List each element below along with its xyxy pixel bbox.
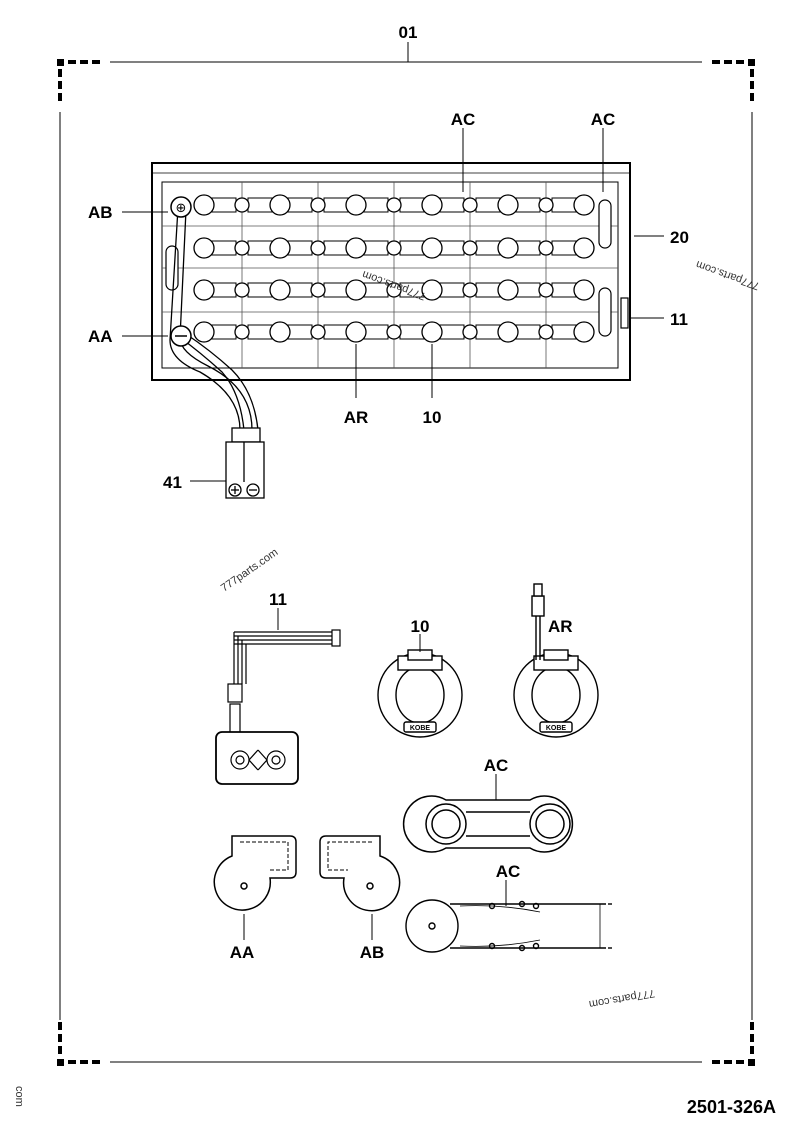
- cell-terminal: [234, 282, 250, 298]
- cell-terminal: [462, 197, 478, 213]
- detail-link-ac: [402, 795, 574, 853]
- watermark-bottom: 777parts.com: [588, 987, 656, 1010]
- cell-terminal: [497, 321, 519, 343]
- label-ar-top: AR: [344, 408, 369, 427]
- cell-terminal: [345, 321, 367, 343]
- detail-cover-ar: [513, 583, 599, 738]
- kobe-mark-ar: KOBE: [546, 725, 567, 732]
- kobe-mark-10: KOBE: [410, 725, 431, 732]
- label-11-detail: 11: [269, 590, 287, 609]
- cell-terminal: [462, 324, 478, 340]
- label-20: 20: [670, 228, 689, 247]
- cell-terminal: [421, 279, 443, 301]
- cell-terminal: [310, 282, 326, 298]
- connector-41: [225, 427, 265, 499]
- cell-terminal: [421, 194, 443, 216]
- cell-terminal: [462, 240, 478, 256]
- cell-terminal: [234, 324, 250, 340]
- label-10-detail: 10: [411, 617, 430, 636]
- detail-cover-10: [377, 649, 463, 738]
- label-aa: AA: [88, 327, 113, 346]
- label-ac-top-2: AC: [591, 110, 616, 129]
- cell-terminal: [193, 194, 215, 216]
- label-ab: AB: [88, 203, 113, 222]
- battery-tray: [151, 162, 631, 381]
- detail-connector-aa: [213, 835, 297, 911]
- cell-terminal: [573, 237, 595, 259]
- cell-terminal: [269, 321, 291, 343]
- label-10-top: 10: [423, 408, 442, 427]
- cell-terminal: [269, 194, 291, 216]
- leader-lines: [122, 128, 664, 482]
- cell-terminal: [193, 321, 215, 343]
- cell-terminal: [345, 194, 367, 216]
- detail-link-ac-side: [405, 899, 612, 953]
- cell-terminal: [497, 237, 519, 259]
- frame-label: 01: [399, 23, 418, 42]
- detail-sensor-11: [215, 629, 341, 785]
- cell-terminal: [345, 279, 367, 301]
- watermark-detail: 777parts.com: [219, 546, 280, 594]
- cell-terminal: [497, 279, 519, 301]
- cell-terminal: [386, 240, 402, 256]
- cell-terminal: [573, 194, 595, 216]
- cell-terminal: [193, 279, 215, 301]
- label-41: 41: [163, 473, 182, 492]
- cell-terminal: [421, 237, 443, 259]
- watermark-right: 777parts.com: [694, 258, 761, 292]
- minus-terminal-aa: [170, 325, 192, 347]
- frame-corners: [57, 59, 755, 1066]
- cell-terminal: [193, 237, 215, 259]
- inter-row-links: [165, 199, 612, 337]
- cell-terminal: [538, 240, 554, 256]
- cell-terminal: [573, 279, 595, 301]
- detail-connector-ab: [319, 835, 401, 912]
- cell-terminal: [386, 282, 402, 298]
- watermark-corner: com: [13, 1086, 25, 1107]
- cell-terminal: [345, 237, 367, 259]
- label-ar-detail: AR: [548, 617, 573, 636]
- svg-text:⊕: ⊕: [176, 201, 187, 216]
- label-ac-detail-2: AC: [496, 862, 521, 881]
- cell-terminal: [310, 197, 326, 213]
- drawing-reference-number: 2501-326A: [687, 1097, 776, 1117]
- assembly-frame: [59, 42, 753, 1063]
- cell-terminal: [538, 197, 554, 213]
- cell-terminal: [386, 324, 402, 340]
- label-ac-top-1: AC: [451, 110, 476, 129]
- label-11-right: 11: [670, 310, 688, 329]
- cell-terminal: [497, 194, 519, 216]
- cell-terminal: [269, 237, 291, 259]
- plus-terminal-ab: ⊕: [170, 196, 192, 218]
- cell-terminal: [421, 321, 443, 343]
- sensor-11-on-tray: [620, 297, 629, 329]
- label-aa-detail: AA: [230, 943, 255, 962]
- cell-terminal: [538, 282, 554, 298]
- cell-terminal: [234, 197, 250, 213]
- label-ab-detail: AB: [360, 943, 385, 962]
- cell-terminal: [462, 282, 478, 298]
- cell-terminal: [269, 279, 291, 301]
- cell-terminal: [386, 197, 402, 213]
- label-ac-detail-1: AC: [484, 756, 509, 775]
- cell-terminal: [310, 324, 326, 340]
- cell-terminal: [538, 324, 554, 340]
- cell-terminal: [573, 321, 595, 343]
- cell-terminal: [310, 240, 326, 256]
- battery-cell-terminals: [193, 194, 595, 343]
- cell-terminal: [234, 240, 250, 256]
